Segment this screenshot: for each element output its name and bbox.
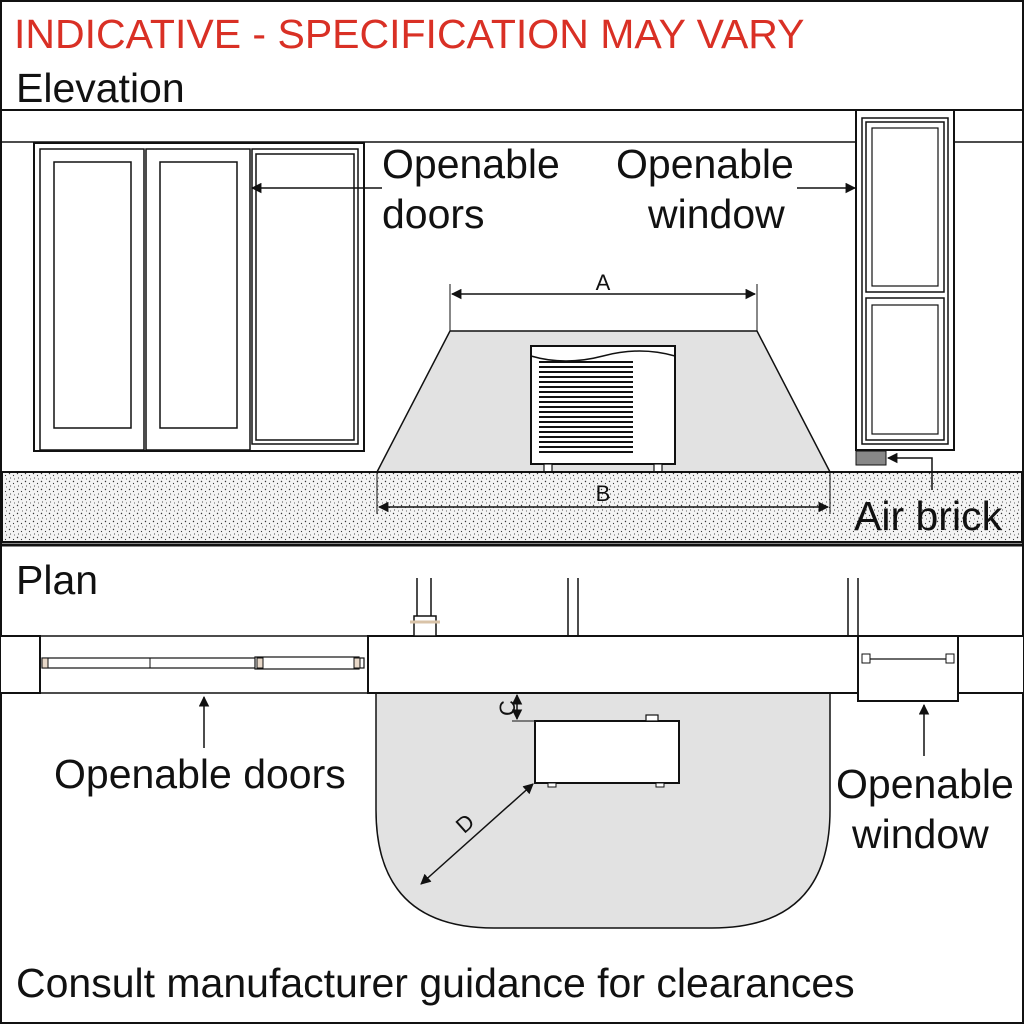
elevation-doors-label-line2: doors [382,191,485,237]
dimension-d-line [420,783,534,885]
elevation-window-label-line2: window [647,191,785,237]
plan-heat-pump-unit [534,714,680,788]
plan-section: Plan [0,557,1024,929]
elevation-window-label-line1: Openable [616,141,794,187]
elevation-ground [1,471,1023,543]
elevation-doors-label-line1: Openable [382,141,560,187]
elevation-section: A B Openable doors Openable window Air b… [0,109,1024,547]
elevation-title: Elevation [16,65,185,111]
dimension-b-label: B [596,481,611,506]
air-brick-label: Air brick [854,493,1003,539]
air-brick-leader [886,452,933,490]
elevation-openable-window [855,109,955,451]
plan-window-label-line1: Openable [836,761,1014,807]
elevation-openable-doors [33,142,365,452]
dimension-c-label: C [495,700,520,716]
plan-title: Plan [16,557,98,603]
clearance-guidance-note: Consult manufacturer guidance for cleara… [16,960,855,1006]
plan-wall-left [0,635,41,694]
specification-warning: INDICATIVE - SPECIFICATION MAY VARY [14,11,805,57]
plan-door-track [41,656,365,670]
dimension-a-label: A [596,270,611,295]
plan-wall-right [957,635,1024,694]
plan-wall-centre [367,635,859,694]
plan-doors-label: Openable doors [54,751,346,797]
heat-pump-grille [539,361,633,453]
air-brick [855,450,887,466]
elevation-heat-pump-unit [530,345,676,473]
plan-pipe-box [413,615,437,637]
plan-openable-window [857,635,959,702]
plan-window-label-line2: window [851,811,989,857]
